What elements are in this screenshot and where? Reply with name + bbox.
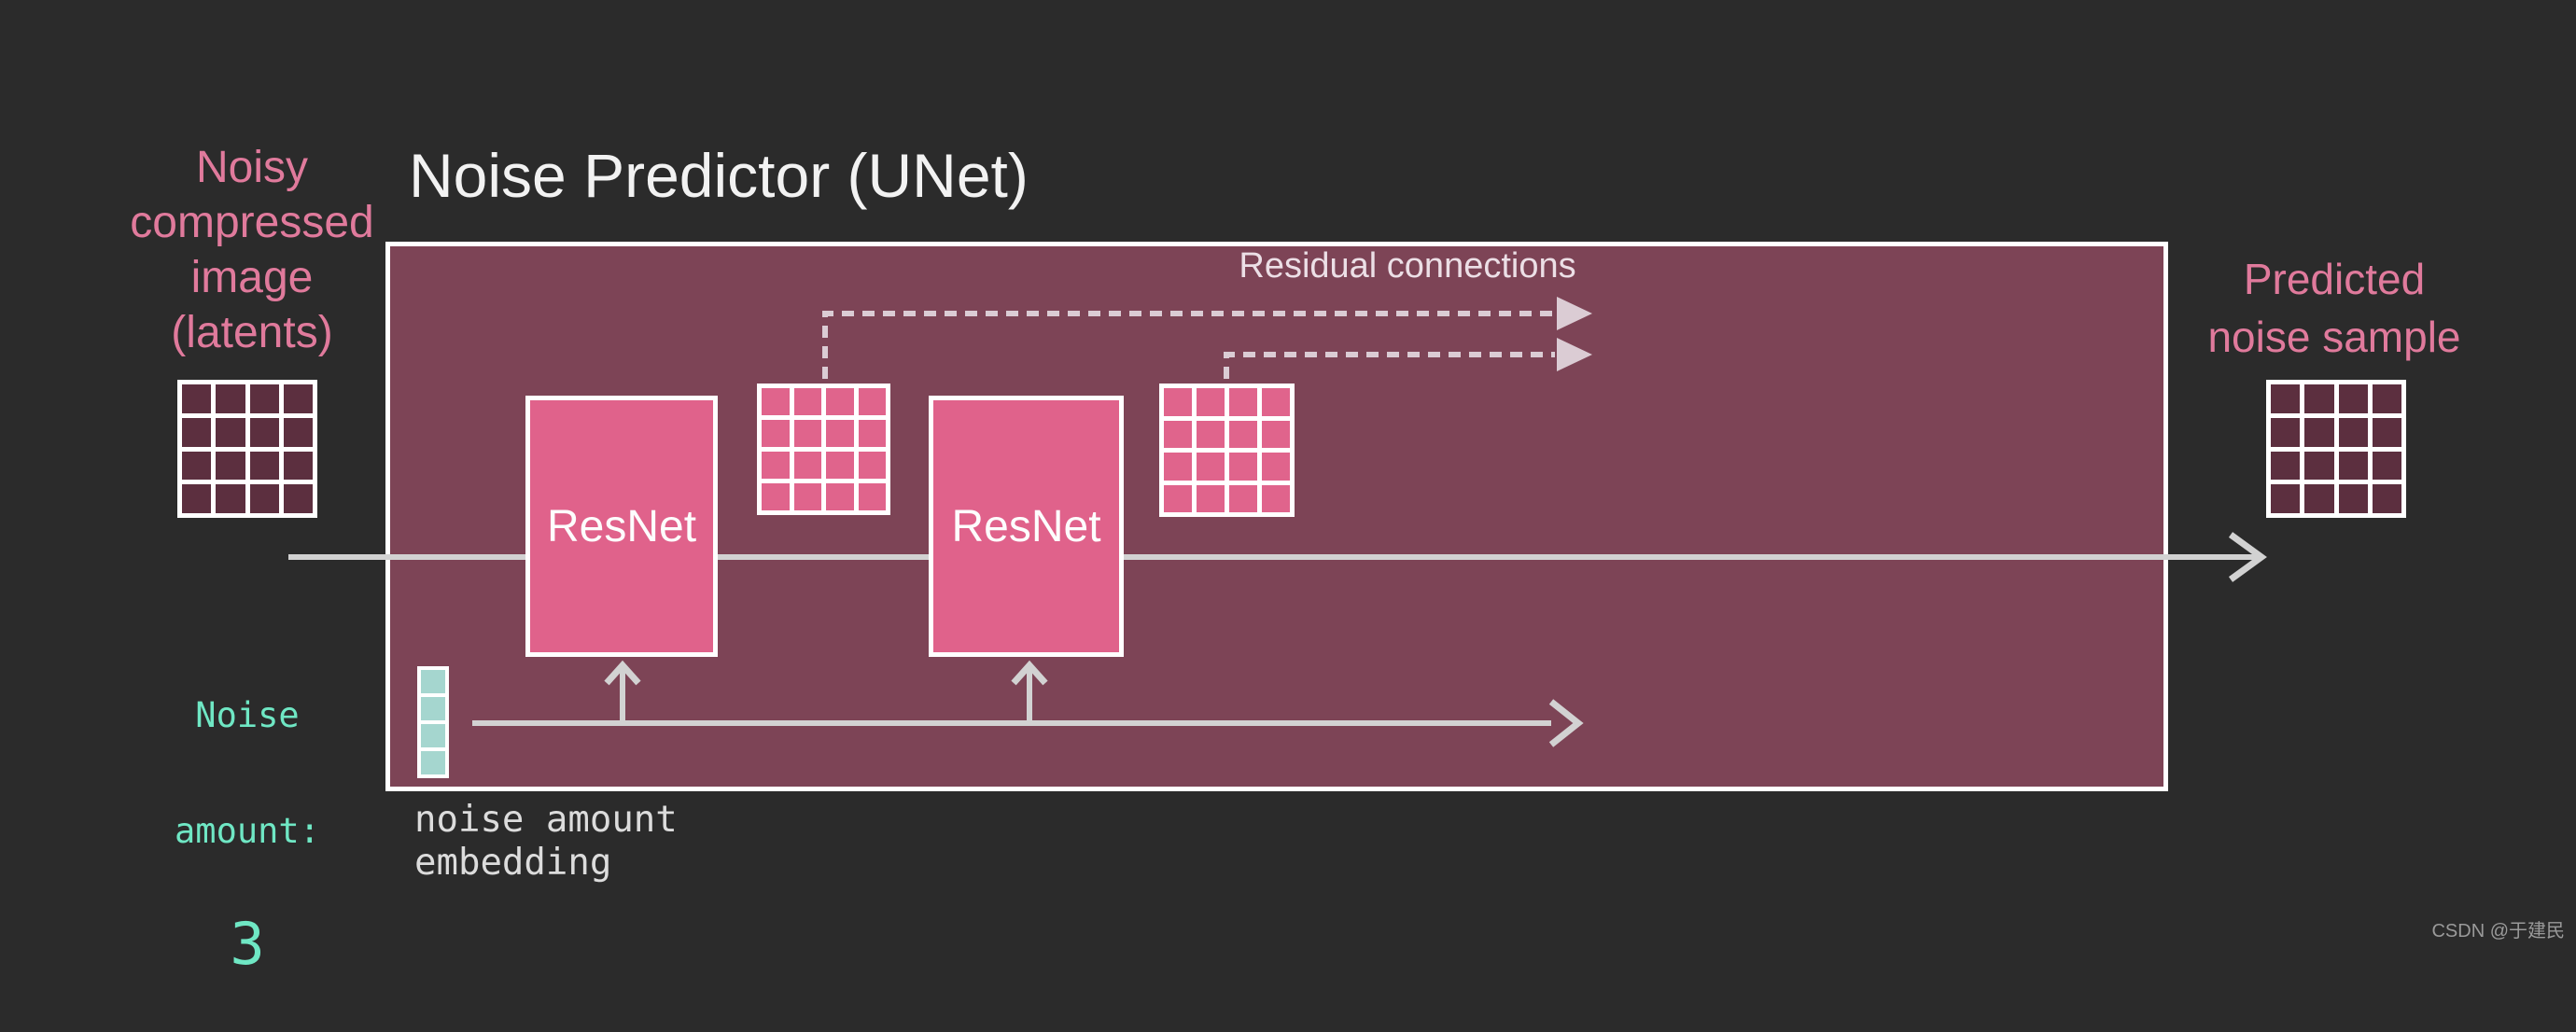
residual-arrow-1-line (822, 311, 1555, 379)
grid-cell (1164, 420, 1192, 448)
grid-cell (249, 484, 279, 513)
grid-cell (2271, 484, 2301, 513)
hidden-state-grid-2 (1159, 384, 1295, 517)
embedding-arrowhead (1548, 699, 1584, 747)
noise-amount-embedding-vector (417, 666, 449, 778)
grid-cell (249, 417, 279, 447)
grid-cell (1262, 388, 1290, 416)
up-arrow-1-head (604, 660, 641, 686)
grid-cell (182, 451, 212, 481)
grid-cell (2271, 384, 2301, 413)
grid-cell (762, 452, 790, 479)
noise-amount-value: 3 (230, 910, 265, 978)
grid-cell (216, 451, 245, 481)
noisy-latents-grid (177, 380, 317, 518)
grid-cell (2338, 384, 2368, 413)
grid-cell (283, 484, 313, 513)
grid-cell (2338, 484, 2368, 513)
grid-cell (283, 417, 313, 447)
grid-cell (762, 483, 790, 510)
grid-cell (182, 417, 212, 447)
main-flow-arrowhead (2228, 532, 2267, 582)
grid-cell (2304, 484, 2334, 513)
grid-cell (1229, 388, 1257, 416)
grid-cell (793, 452, 821, 479)
grid-cell (826, 420, 854, 447)
grid-cell (826, 483, 854, 510)
grid-cell (1197, 453, 1225, 481)
grid-cell (1262, 453, 1290, 481)
grid-cell (826, 388, 854, 415)
grid-cell (1197, 420, 1225, 448)
grid-cell (421, 751, 445, 774)
grid-cell (216, 484, 245, 513)
grid-cell (421, 670, 445, 693)
grid-cell (762, 388, 790, 415)
grid-cell (858, 483, 886, 510)
diagram-title: Noise Predictor (UNet) (409, 141, 1029, 210)
resnet-block-2-label: ResNet (951, 501, 1101, 551)
predicted-noise-label: Predicted noise sample (2207, 255, 2461, 361)
grid-cell (2338, 451, 2368, 481)
resnet-block-1: ResNet (525, 396, 718, 657)
grid-cell (249, 384, 279, 413)
residual-connections-label: Residual connections (1239, 246, 1576, 286)
residual-arrow-1-head (1557, 297, 1592, 330)
grid-cell (793, 483, 821, 510)
grid-cell (2372, 417, 2401, 447)
resnet-block-2: ResNet (929, 396, 1124, 657)
grid-cell (182, 384, 212, 413)
embedding-caption: noise amount embedding (414, 799, 678, 884)
grid-cell (1262, 420, 1290, 448)
grid-cell (826, 452, 854, 479)
hidden-state-grid-1 (757, 384, 890, 515)
grid-cell (421, 724, 445, 747)
grid-cell (858, 452, 886, 479)
grid-cell (1197, 484, 1225, 512)
resnet-block-1-label: ResNet (546, 501, 697, 551)
noise-amount-word-2: amount: (175, 811, 320, 851)
grid-cell (1229, 453, 1257, 481)
noisy-latents-label: Noisy compressed image (latents) (130, 143, 374, 357)
grid-cell (762, 420, 790, 447)
grid-cell (2304, 384, 2334, 413)
grid-cell (2338, 417, 2368, 447)
grid-cell (2271, 417, 2301, 447)
grid-cell (216, 384, 245, 413)
grid-cell (1164, 484, 1192, 512)
predicted-noise-grid (2266, 380, 2406, 518)
grid-cell (421, 697, 445, 720)
grid-cell (2372, 451, 2401, 481)
residual-arrow-2-line (1224, 352, 1555, 379)
grid-cell (249, 451, 279, 481)
grid-cell (2304, 417, 2334, 447)
grid-cell (2372, 384, 2401, 413)
noise-amount-word-1: Noise (195, 695, 300, 735)
grid-cell (182, 484, 212, 513)
grid-cell (1164, 388, 1192, 416)
grid-cell (1262, 484, 1290, 512)
grid-cell (1197, 388, 1225, 416)
watermark: CSDN @于建民 (2431, 921, 2565, 941)
grid-cell (216, 417, 245, 447)
grid-cell (2372, 484, 2401, 513)
grid-cell (1164, 453, 1192, 481)
grid-cell (858, 388, 886, 415)
grid-cell (283, 384, 313, 413)
grid-cell (858, 420, 886, 447)
grid-cell (1229, 420, 1257, 448)
grid-cell (793, 420, 821, 447)
noise-amount-label: Noise amount: 3 (121, 629, 373, 1032)
grid-cell (283, 451, 313, 481)
grid-cell (793, 388, 821, 415)
grid-cell (2304, 451, 2334, 481)
residual-arrow-2-head (1557, 338, 1592, 371)
up-arrow-2-head (1011, 660, 1048, 686)
grid-cell (2271, 451, 2301, 481)
grid-cell (1229, 484, 1257, 512)
